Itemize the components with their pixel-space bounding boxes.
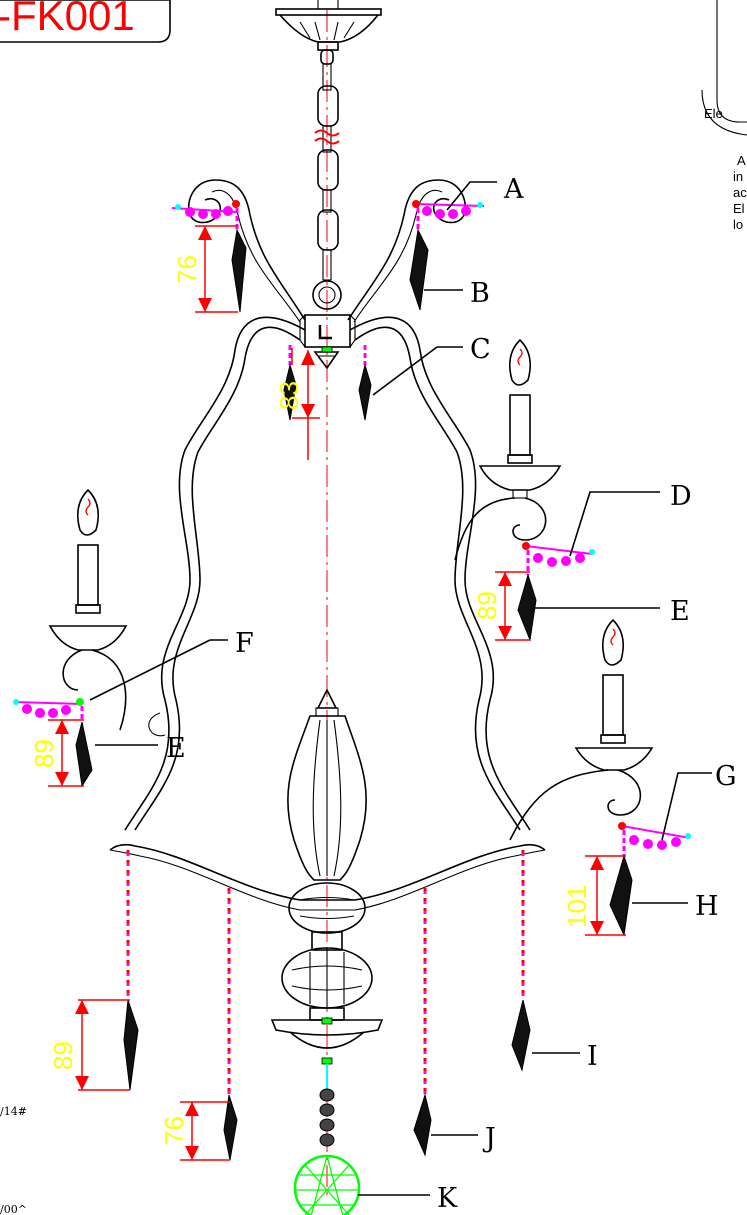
bead-string-A-left <box>171 200 240 219</box>
cage-frame <box>109 316 546 911</box>
dim-top-left: 76 <box>172 255 202 284</box>
side-line-1: A <box>737 153 746 168</box>
bead-string-G <box>618 822 691 850</box>
callout-J: J <box>482 1123 496 1154</box>
title-box: -FK001 <box>0 0 171 43</box>
side-line-3: ac <box>733 185 747 200</box>
crystal-drops <box>75 228 633 1161</box>
crystal-drop-E-left <box>75 721 93 788</box>
side-line-2: in <box>733 169 743 184</box>
note-left: /14# <box>0 1105 27 1118</box>
candle-left <box>48 488 128 731</box>
dim-left-mid: 89 <box>29 739 59 768</box>
dimension-labels: 76 83 89 89 101 89 76 <box>29 255 592 1145</box>
ceiling-canopy <box>275 0 382 51</box>
side-panel-label: Ele <box>704 106 723 121</box>
crystal-drop-J <box>413 1093 432 1157</box>
note-bottom: /00^ <box>0 1203 27 1215</box>
crystal-drop-center-left <box>283 363 297 421</box>
candle-right-lower <box>509 618 654 841</box>
dim-right-mid: 89 <box>472 591 502 620</box>
side-line-4: El <box>733 201 745 216</box>
dimension-markers <box>48 225 626 1161</box>
callout-H: H <box>695 891 719 922</box>
crystal-drop-I <box>511 999 531 1072</box>
chain <box>314 49 340 281</box>
crystal-drop-bottom-left <box>123 999 139 1091</box>
bead-string-D <box>522 542 595 567</box>
bottom-pendant <box>293 1064 361 1215</box>
dim-bottom-center-left: 76 <box>159 1116 189 1145</box>
candle-right-upper <box>454 338 562 561</box>
crystal-drop-B-left <box>231 228 247 313</box>
callout-K: K <box>437 1183 458 1214</box>
side-panel: Ele A in ac El lo <box>701 0 747 232</box>
bead-strings <box>13 200 691 850</box>
callout-E-right: E <box>670 596 690 627</box>
drop-strands <box>80 208 626 1095</box>
callout-G: G <box>715 761 737 792</box>
callouts: A B C D E F E G H I J K <box>89 174 737 1214</box>
dim-right-low: 101 <box>562 885 592 928</box>
central-column <box>270 688 384 1065</box>
callout-A: A <box>503 174 524 205</box>
central-hub <box>299 280 356 370</box>
side-line-5: lo <box>733 217 743 232</box>
callout-D: D <box>670 481 692 512</box>
callout-E-left: E <box>166 733 186 764</box>
title-label: -FK001 <box>0 0 135 39</box>
callout-C: C <box>470 334 491 365</box>
callout-F: F <box>235 628 254 659</box>
callout-B: B <box>470 278 490 309</box>
bead-string-E-left <box>13 698 84 718</box>
crystal-drop-B-right <box>409 228 429 311</box>
bead-string-A-right <box>412 200 485 219</box>
crystal-drop-C <box>358 363 372 421</box>
dim-center: 83 <box>274 381 304 410</box>
crystal-drop-bottom-center-left <box>223 1094 238 1161</box>
crystal-drop-H <box>609 854 633 937</box>
callout-I: I <box>587 1041 598 1072</box>
dim-bottom-left: 89 <box>48 1041 78 1070</box>
